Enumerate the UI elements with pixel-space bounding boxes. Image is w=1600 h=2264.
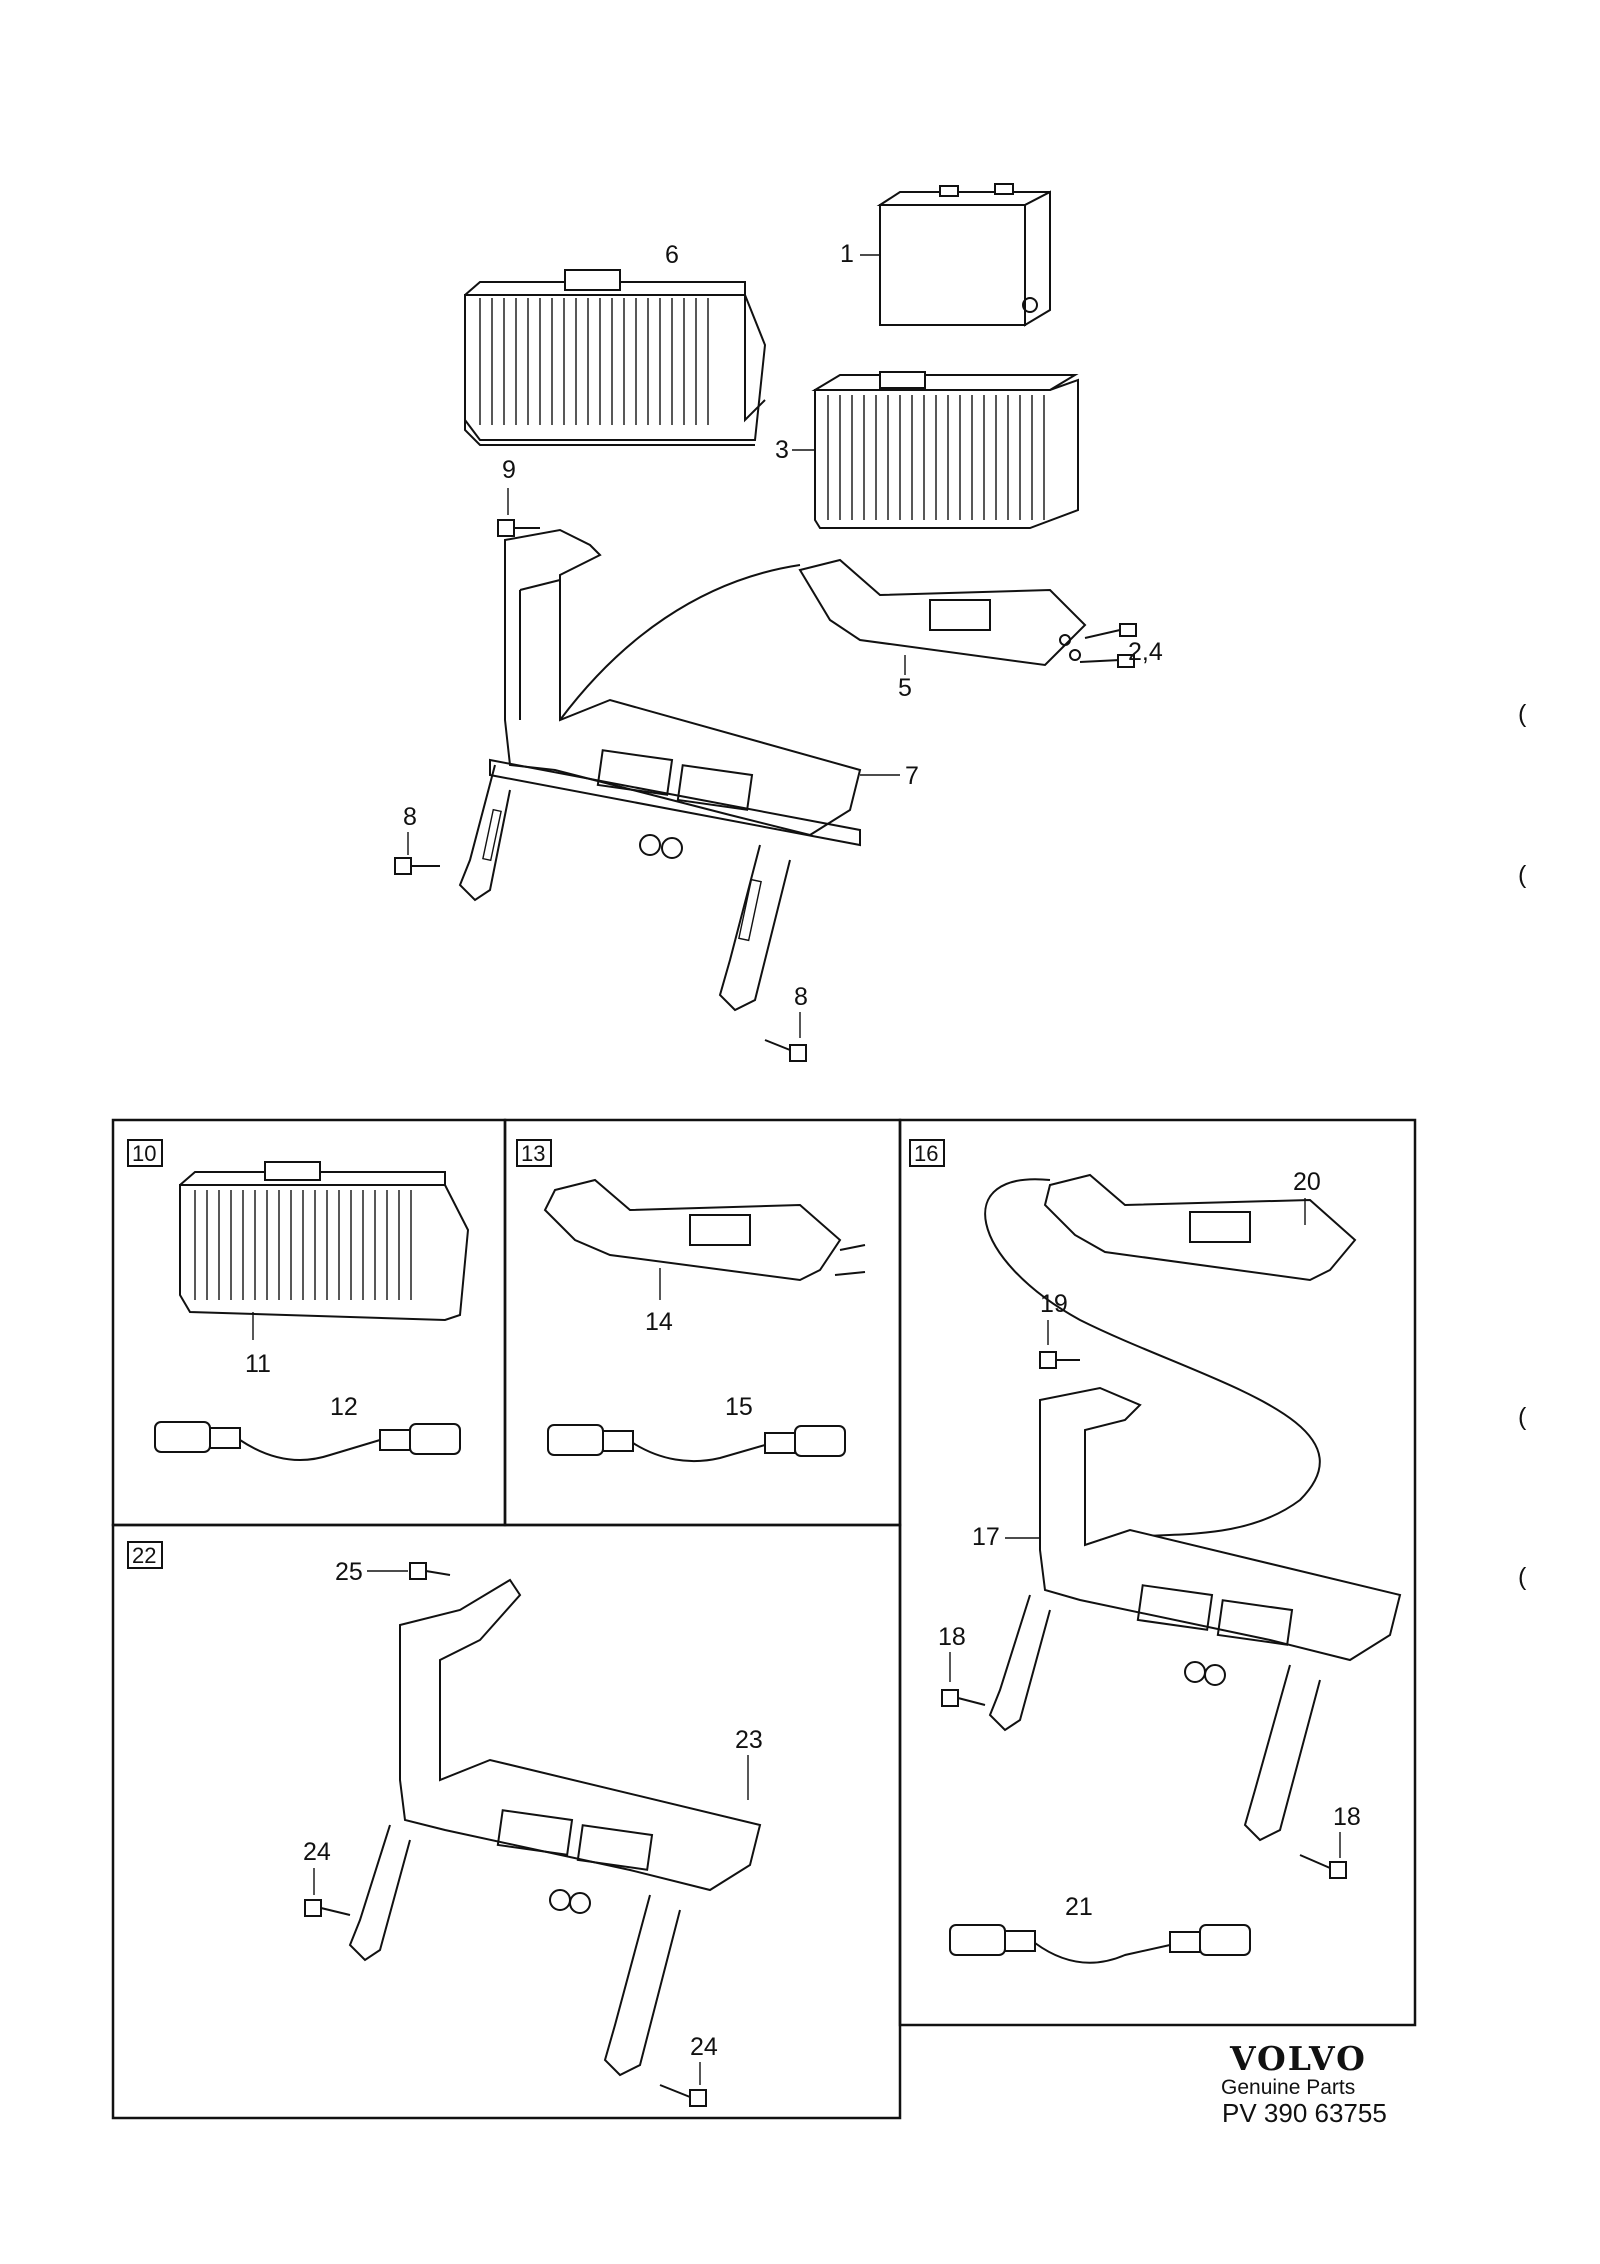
margin-mark-3: ( xyxy=(1518,1403,1527,1431)
amplifier-unit-11 xyxy=(179,1161,470,1322)
panel-tag-10: 10 xyxy=(132,1141,156,1166)
callout-24b: 24 xyxy=(690,2033,718,2061)
panel-tag-16: 16 xyxy=(914,1141,938,1166)
panel-13: 13 14 15 xyxy=(516,1139,866,1463)
brand-subtitle: Genuine Parts xyxy=(1221,2076,1355,2099)
mounting-tray-7 xyxy=(458,528,862,1012)
amplifier-unit-3 xyxy=(811,371,1079,529)
screw-8a xyxy=(394,857,440,875)
screw-18b xyxy=(1299,1854,1347,1879)
footer: VOLVO Genuine Parts PV 390 63755 xyxy=(1221,2039,1387,2128)
screw-24b xyxy=(659,2084,707,2107)
margin-mark-4: ( xyxy=(1518,1563,1527,1591)
callout-18b: 18 xyxy=(1333,1803,1361,1831)
callout-11: 11 xyxy=(245,1350,271,1378)
panel-16: 16 20 19 17 18 xyxy=(909,1139,1402,1964)
amplifier-unit-6 xyxy=(464,269,767,446)
cable-21 xyxy=(949,1924,1251,1964)
callout-19: 19 xyxy=(1040,1290,1068,1318)
panel-22: 22 25 23 24 24 xyxy=(127,1541,763,2107)
screw-25 xyxy=(409,1562,451,1580)
panel-frames xyxy=(111,1118,1417,2120)
brand-logo: VOLVO xyxy=(1229,2039,1367,2078)
callout-1: 1 xyxy=(840,240,854,268)
margin-mark-1: ( xyxy=(1518,700,1527,728)
callout-15: 15 xyxy=(725,1393,753,1421)
margin-mark-2: ( xyxy=(1518,861,1527,889)
screw-9 xyxy=(497,519,540,537)
callout-7: 7 xyxy=(905,762,919,790)
mounting-bracket-14 xyxy=(543,1178,866,1282)
callout-8b: 8 xyxy=(794,983,808,1011)
callout-6: 6 xyxy=(665,241,679,269)
callout-8a: 8 xyxy=(403,803,417,831)
callout-3: 3 xyxy=(775,436,789,464)
callout-17: 17 xyxy=(972,1523,1000,1551)
screw-19 xyxy=(1039,1351,1080,1369)
callout-12: 12 xyxy=(330,1393,358,1421)
mounting-tray-23 xyxy=(348,1578,762,2077)
mounting-bracket-5 xyxy=(559,558,1137,721)
mounting-tray-17 xyxy=(988,1386,1402,1842)
callout-14: 14 xyxy=(645,1308,673,1336)
cable-12 xyxy=(154,1421,461,1461)
panel-tag-13: 13 xyxy=(521,1141,545,1166)
panel-10: 10 11 12 xyxy=(127,1139,470,1461)
callout-2-4: 2,4 xyxy=(1128,638,1163,666)
reference-number: PV 390 63755 xyxy=(1222,2098,1387,2128)
callout-23: 23 xyxy=(735,1726,763,1754)
screw-8b xyxy=(764,1039,807,1062)
callout-25: 25 xyxy=(335,1558,363,1586)
screw-24a xyxy=(304,1899,351,1917)
panel-tag-22: 22 xyxy=(132,1543,156,1568)
callout-5: 5 xyxy=(898,674,912,702)
callout-24a: 24 xyxy=(303,1838,331,1866)
callout-18a: 18 xyxy=(938,1623,966,1651)
screw-18a xyxy=(941,1689,986,1707)
control-unit-1 xyxy=(876,183,1051,327)
callout-9: 9 xyxy=(502,456,516,484)
cable-15 xyxy=(547,1424,846,1463)
callout-21: 21 xyxy=(1065,1893,1093,1921)
callout-20: 20 xyxy=(1293,1168,1321,1196)
mounting-bracket-20 xyxy=(984,1173,1357,1541)
